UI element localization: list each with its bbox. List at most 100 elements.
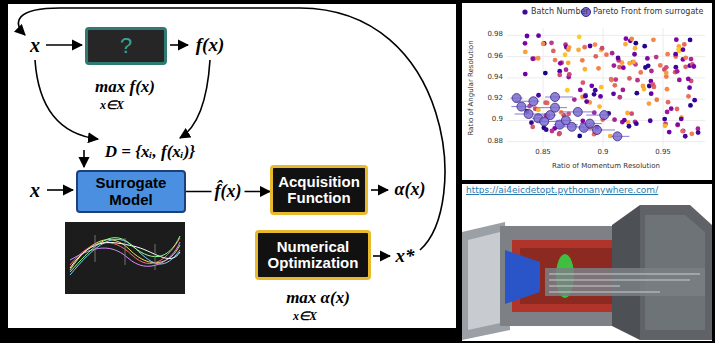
batch-point (654, 55, 659, 60)
batch-point (598, 94, 603, 99)
batch-point (665, 110, 670, 115)
batch-point (645, 56, 650, 61)
pareto-point (551, 93, 560, 102)
chart-panel (462, 3, 712, 180)
left-panel (8, 4, 456, 328)
tick-label: 0.9 (597, 149, 608, 157)
batch-point (593, 42, 598, 47)
axis-title: Ratio of Angular Resolution (468, 40, 476, 135)
batch-point (596, 66, 601, 71)
batch-point (543, 71, 548, 76)
grid-line (507, 141, 705, 142)
batch-point (696, 130, 701, 135)
batch-point (563, 52, 568, 57)
batch-point (609, 77, 614, 82)
batch-point (584, 99, 589, 104)
pareto-point (573, 107, 582, 116)
detector-render (468, 232, 505, 330)
batch-point (642, 44, 647, 49)
pareto-point (586, 111, 610, 120)
surrogate-thumbnail (65, 222, 185, 294)
batch-point (536, 107, 541, 112)
legend-pareto: Pareto Front from surrogate (593, 8, 703, 16)
axis-title: Ratio of Momentum Resolution (552, 163, 660, 171)
batch-point (580, 58, 585, 63)
batch-point (686, 77, 691, 82)
batch-point (565, 88, 570, 93)
grid-line (663, 28, 664, 147)
pareto-point (611, 132, 629, 141)
batch-point (525, 34, 530, 39)
batch-point (567, 45, 572, 50)
pareto-point (537, 103, 567, 112)
math-variable: x (30, 34, 40, 56)
batch-point (674, 37, 679, 42)
batch-point (582, 67, 587, 72)
flow-arrow (35, 60, 98, 139)
batch-point (634, 121, 639, 126)
batch-point (667, 130, 672, 135)
batch-point (583, 94, 588, 99)
batch-point (549, 40, 554, 45)
batch-point (651, 37, 656, 42)
tick-label: 0.92 (487, 95, 503, 103)
flow-arrow (46, 44, 82, 46)
batch-point (592, 110, 597, 115)
pareto-point (600, 111, 609, 120)
render-panel (462, 184, 712, 341)
edge-label: f̂(x) (212, 182, 245, 202)
batch-point (536, 93, 541, 98)
batch-point (536, 56, 541, 61)
acquisition-function-box: Acquisition Function (270, 165, 368, 215)
batch-point (612, 117, 617, 122)
batch-point (623, 42, 628, 47)
math-acquisition: α(x) (395, 180, 426, 200)
batch-point (634, 91, 639, 96)
batch-point (647, 101, 652, 106)
batch-point (617, 95, 622, 100)
batch-point (611, 91, 616, 96)
batch-point (633, 46, 638, 51)
batch-point (664, 71, 669, 76)
tick-label: 0.88 (487, 138, 503, 146)
batch-point (620, 88, 625, 93)
detector-render (549, 279, 690, 280)
batch-point (564, 67, 569, 72)
batch-point (553, 58, 558, 63)
flow-arrow (371, 189, 388, 191)
batch-point (687, 85, 692, 90)
batch-point (557, 73, 562, 78)
tick-label: 0.95 (655, 149, 671, 157)
pareto-point (613, 132, 622, 141)
batch-point (580, 119, 585, 124)
surrogate-thumbnail (65, 222, 185, 294)
batch-point (604, 52, 609, 57)
detector-render (549, 273, 700, 274)
detector-render (462, 200, 712, 341)
batch-point (622, 118, 627, 123)
batch-point (627, 124, 632, 129)
tick-label: 0.9 (492, 117, 503, 125)
box-text: Acquisition Function (277, 174, 361, 207)
batch-point (550, 129, 555, 134)
batch-point (643, 65, 648, 70)
batch-point (682, 42, 687, 47)
batch-point (632, 52, 637, 57)
batch-point (654, 97, 659, 102)
batch-point (665, 87, 670, 92)
legend-batch: Batch Number (531, 8, 589, 16)
batch-point (610, 51, 615, 56)
batch-point (597, 104, 602, 109)
numerical-optimization-box: Numerical Optimization (255, 230, 371, 280)
batch-point (627, 76, 632, 81)
batch-point (589, 83, 594, 88)
batch-point (530, 56, 535, 61)
batch-point (673, 65, 678, 70)
box-text: Numerical Optimization (262, 239, 364, 272)
batch-point (688, 103, 693, 108)
flow-arrow (18, 8, 444, 250)
pareto-point (585, 119, 594, 128)
batch-point (683, 134, 688, 139)
surrogate-model-box: Surrogate Model (76, 170, 186, 213)
